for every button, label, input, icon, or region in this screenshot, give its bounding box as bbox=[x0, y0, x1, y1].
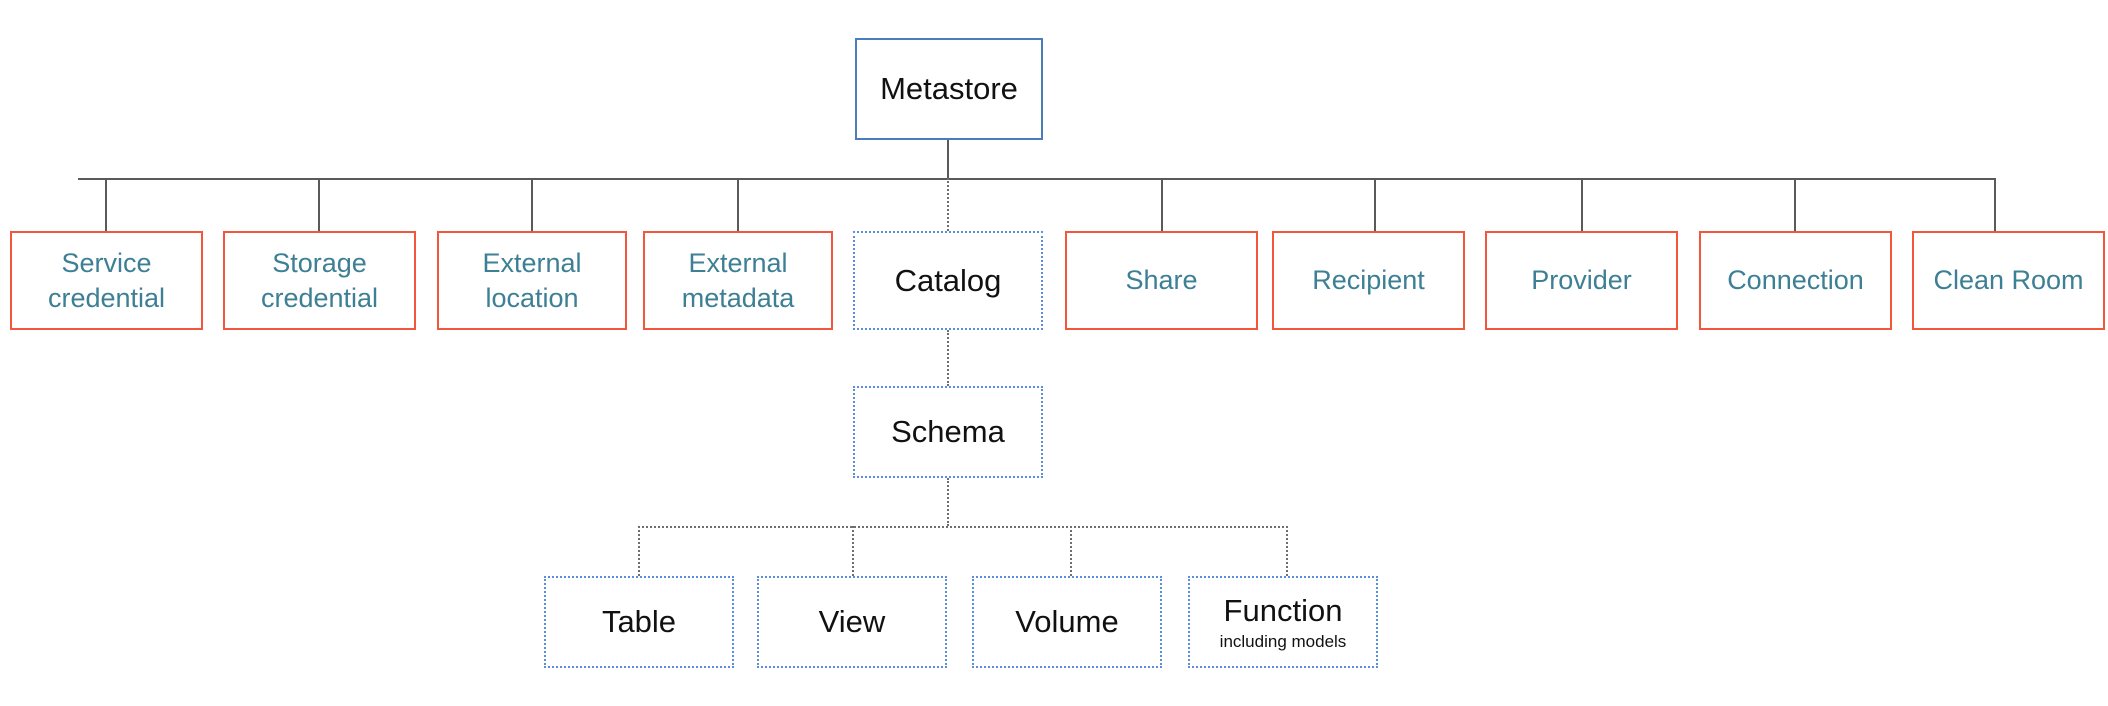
node-view-label: View bbox=[818, 604, 886, 640]
node-table[interactable]: Table bbox=[544, 576, 734, 668]
node-service-credential-label: Service credential bbox=[47, 248, 166, 313]
node-metastore[interactable]: Metastore bbox=[855, 38, 1043, 140]
node-share[interactable]: Share bbox=[1065, 231, 1258, 330]
edge-drop-volume bbox=[1070, 526, 1072, 576]
edge-metastore-stem bbox=[947, 140, 949, 178]
node-metastore-label: Metastore bbox=[880, 71, 1018, 107]
edge-schema-stem bbox=[947, 478, 949, 526]
edge-drop-external-location bbox=[531, 178, 533, 231]
node-storage-credential[interactable]: Storage credential bbox=[223, 231, 416, 330]
node-function-label: Function bbox=[1223, 593, 1343, 629]
edge-drop-view bbox=[852, 526, 854, 576]
edge-main-bus bbox=[78, 178, 1996, 180]
edge-drop-external-metadata bbox=[737, 178, 739, 231]
node-storage-credential-label: Storage credential bbox=[260, 248, 379, 313]
node-volume[interactable]: Volume bbox=[972, 576, 1162, 668]
node-schema[interactable]: Schema bbox=[853, 386, 1043, 478]
edge-drop-function bbox=[1286, 526, 1288, 576]
edge-catalog-to-schema bbox=[947, 330, 949, 386]
edge-drop-storage-credential bbox=[318, 178, 320, 231]
node-connection-label: Connection bbox=[1727, 265, 1864, 296]
node-external-metadata[interactable]: External metadata bbox=[643, 231, 833, 330]
node-schema-label: Schema bbox=[891, 414, 1005, 450]
edge-bus-to-catalog bbox=[947, 178, 949, 231]
edge-schema-bus bbox=[638, 526, 1288, 528]
node-external-location-label: External location bbox=[482, 248, 582, 313]
node-function-sublabel: including models bbox=[1219, 632, 1347, 652]
edge-drop-clean-room bbox=[1994, 178, 1996, 231]
node-service-credential[interactable]: Service credential bbox=[10, 231, 203, 330]
node-table-label: Table bbox=[601, 604, 677, 640]
node-clean-room[interactable]: Clean Room bbox=[1912, 231, 2105, 330]
edge-drop-service-credential bbox=[105, 178, 107, 231]
node-external-location[interactable]: External location bbox=[437, 231, 627, 330]
node-recipient[interactable]: Recipient bbox=[1272, 231, 1465, 330]
node-recipient-label: Recipient bbox=[1312, 265, 1425, 296]
node-connection[interactable]: Connection bbox=[1699, 231, 1892, 330]
edge-drop-recipient bbox=[1374, 178, 1376, 231]
node-view[interactable]: View bbox=[757, 576, 947, 668]
node-provider[interactable]: Provider bbox=[1485, 231, 1678, 330]
node-share-label: Share bbox=[1125, 265, 1198, 296]
node-volume-label: Volume bbox=[1015, 604, 1119, 640]
edge-drop-share bbox=[1161, 178, 1163, 231]
node-catalog-label: Catalog bbox=[894, 262, 1002, 298]
node-provider-label: Provider bbox=[1531, 265, 1632, 296]
node-external-metadata-label: External metadata bbox=[681, 248, 795, 313]
node-clean-room-label: Clean Room bbox=[1933, 265, 2084, 296]
edge-drop-table bbox=[638, 526, 640, 576]
node-catalog[interactable]: Catalog bbox=[853, 231, 1043, 330]
node-function[interactable]: Function including models bbox=[1188, 576, 1378, 668]
edge-drop-connection bbox=[1794, 178, 1796, 231]
edge-drop-provider bbox=[1581, 178, 1583, 231]
